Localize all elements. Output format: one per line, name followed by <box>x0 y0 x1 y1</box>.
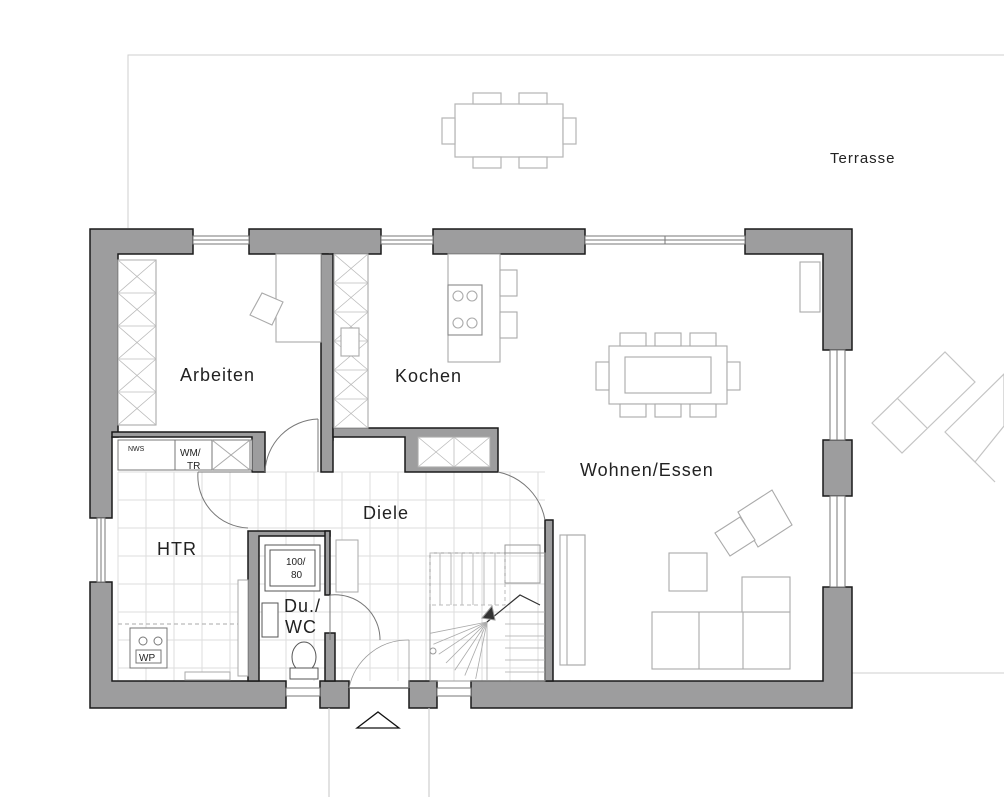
label-du-wc-line1: Du./ <box>284 596 321 616</box>
label-nws: NWS <box>128 446 145 453</box>
label-wp: WP <box>139 653 155 664</box>
label-diele: Diele <box>363 503 409 523</box>
terrace-dining-table <box>441 92 577 169</box>
front-door[interactable] <box>328 639 430 797</box>
label-wm-tr-line1: WM/ <box>180 448 201 459</box>
htr-utilities <box>117 439 253 681</box>
wohnen-furniture <box>559 261 821 670</box>
label-shower-size-1: 100/ <box>286 557 306 568</box>
interior-doors[interactable] <box>197 418 546 641</box>
label-shower-size-2: 80 <box>291 570 303 581</box>
label-kochen: Kochen <box>395 366 462 386</box>
arbeiten-furniture <box>117 253 322 426</box>
label-wm-tr-line2: TR <box>187 461 200 472</box>
label-terrasse: Terrasse <box>830 150 896 167</box>
label-wohnen-essen: Wohnen/Essen <box>580 460 714 480</box>
label-du-wc-line2: WC <box>285 617 317 637</box>
label-htr: HTR <box>157 539 197 559</box>
window-mullions <box>100 236 838 587</box>
walls <box>89 228 853 709</box>
staircase <box>429 544 546 682</box>
label-arbeiten: Arbeiten <box>180 365 255 385</box>
terrace-outline <box>127 54 1004 674</box>
bathroom-fixtures <box>261 539 359 680</box>
entrance-arrow-icon <box>355 711 401 729</box>
kitchen-furniture <box>333 253 518 468</box>
garden-loungers <box>871 351 1004 483</box>
